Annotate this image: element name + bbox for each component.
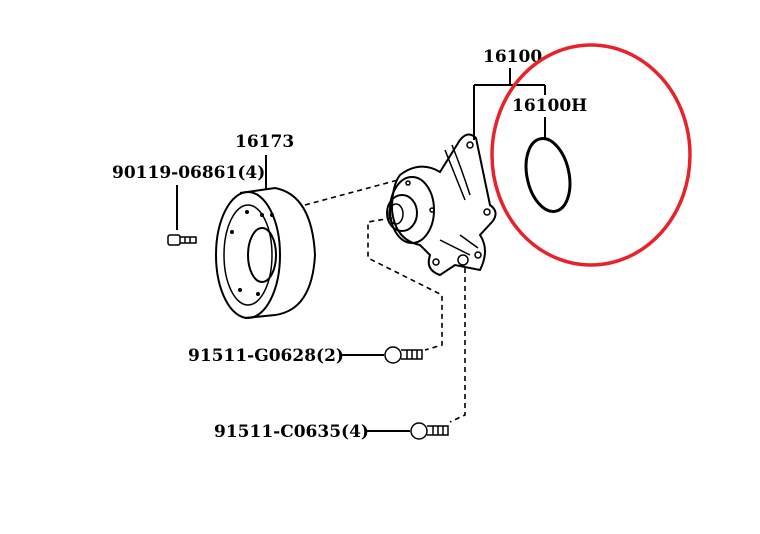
bolt-g0628-drawing [384, 346, 423, 364]
highlight-circle [490, 43, 692, 267]
part-label-16100[interactable]: 16100 [483, 47, 542, 67]
water-pump-drawing [367, 133, 497, 423]
bolt-c0635-drawing [410, 422, 449, 440]
gasket-ring [524, 137, 572, 213]
part-label-16173[interactable]: 16173 [235, 132, 294, 152]
pulley-drawing [215, 179, 399, 319]
part-label-16100h[interactable]: 16100H [512, 96, 587, 116]
part-label-91511-g0628[interactable]: 91511-G0628(2) [188, 346, 344, 366]
part-label-91511-c0635[interactable]: 91511-C0635(4) [214, 422, 369, 442]
leader-lines [176, 68, 546, 432]
pulley-bolt-drawing [167, 234, 197, 246]
part-label-90119-06861[interactable]: 90119-06861(4) [112, 163, 265, 183]
